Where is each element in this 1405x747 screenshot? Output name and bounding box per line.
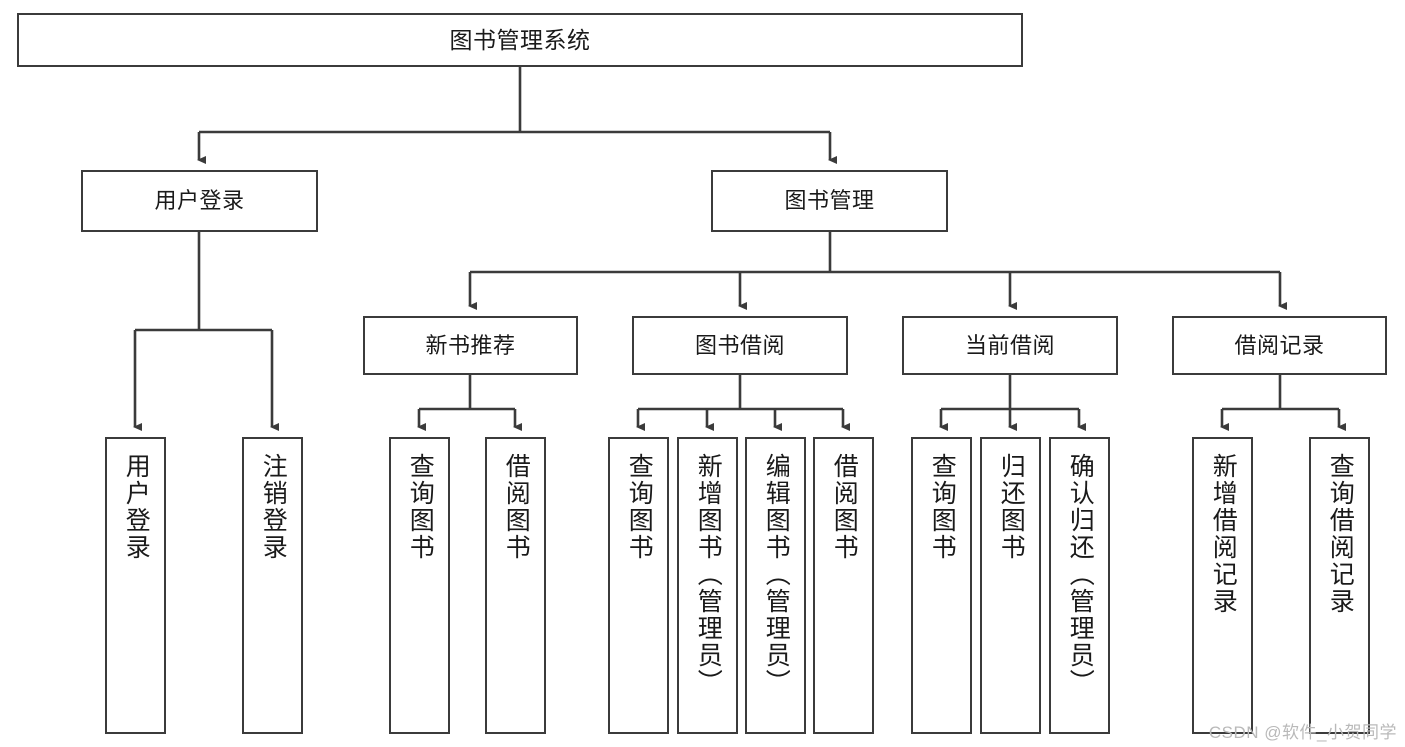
node-label: 借阅记录 (1234, 332, 1325, 358)
node-book-borrow[interactable]: 图书借阅 (632, 316, 848, 375)
leaf-record-add-record[interactable]: 新增借阅记录 (1192, 437, 1253, 734)
node-root-system[interactable]: 图书管理系统 (17, 13, 1023, 67)
leaf-current-confirm-return[interactable]: 确认归还（管理员） (1049, 437, 1110, 734)
node-label: 查询图书 (625, 453, 654, 561)
node-label: 借阅图书 (502, 453, 531, 561)
node-label: 图书管理 (784, 188, 875, 214)
node-label: 查询图书 (928, 453, 957, 561)
leaf-user-login-logout[interactable]: 注销登录 (242, 437, 303, 734)
node-label: 归还图书 (997, 453, 1026, 561)
leaf-recommend-query-book[interactable]: 查询图书 (389, 437, 450, 734)
node-borrow-record[interactable]: 借阅记录 (1172, 316, 1387, 375)
leaf-record-query-record[interactable]: 查询借阅记录 (1309, 437, 1370, 734)
node-user-login[interactable]: 用户登录 (81, 170, 318, 232)
node-label: 当前借阅 (964, 332, 1055, 358)
node-label: 注销登录 (259, 453, 288, 561)
node-label: 查询图书 (406, 453, 435, 561)
node-label: 借阅图书 (830, 453, 859, 561)
node-book-management[interactable]: 图书管理 (711, 170, 948, 232)
leaf-current-return-book[interactable]: 归还图书 (980, 437, 1041, 734)
node-label: 新增图书（管理员） (694, 453, 723, 696)
node-label: 新书推荐 (425, 332, 516, 358)
leaf-borrow-borrow-book[interactable]: 借阅图书 (813, 437, 874, 734)
node-label: 用户登录 (154, 188, 245, 214)
leaf-current-query-book[interactable]: 查询图书 (911, 437, 972, 734)
leaf-recommend-borrow-book[interactable]: 借阅图书 (485, 437, 546, 734)
node-label: 编辑图书（管理员） (762, 453, 791, 696)
node-label: 确认归还（管理员） (1066, 453, 1095, 696)
leaf-borrow-add-book[interactable]: 新增图书（管理员） (677, 437, 738, 734)
node-label: 用户登录 (122, 453, 151, 561)
node-label: 新增借阅记录 (1209, 453, 1238, 615)
node-new-book-recommend[interactable]: 新书推荐 (363, 316, 578, 375)
leaf-borrow-edit-book[interactable]: 编辑图书（管理员） (745, 437, 806, 734)
node-current-borrow[interactable]: 当前借阅 (902, 316, 1118, 375)
node-label: 图书借阅 (694, 332, 785, 358)
leaf-borrow-query-book[interactable]: 查询图书 (608, 437, 669, 734)
node-label: 图书管理系统 (449, 26, 591, 53)
leaf-user-login-signin[interactable]: 用户登录 (105, 437, 166, 734)
node-label: 查询借阅记录 (1326, 453, 1355, 615)
